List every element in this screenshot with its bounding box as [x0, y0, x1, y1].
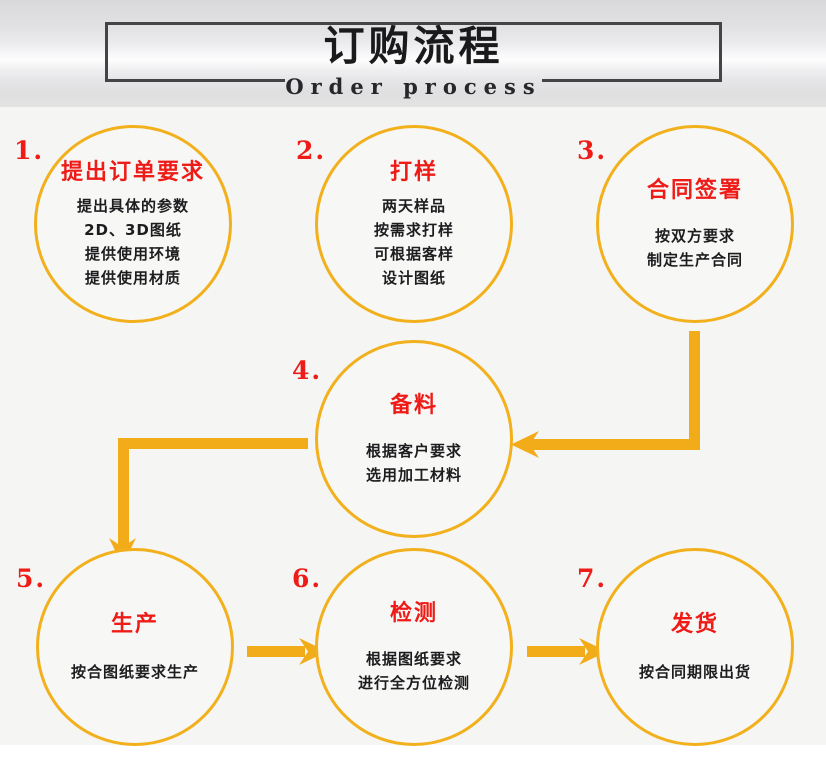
flow-node-2-content: 打样 两天样品 按需求打样 可根据客样 设计图纸 [318, 128, 510, 320]
page-title: 订购流程 [323, 22, 504, 70]
arrow-head-right-icon [299, 638, 327, 665]
flow-node-5-body: 按合图纸要求生产 [71, 660, 199, 684]
flow-node-7-line-1: 按合同期限出货 [638, 663, 751, 681]
flow-node-2-line-1: 两天样品 [381, 197, 446, 215]
connector-shaft [247, 646, 305, 657]
flow-node-2-number: 2. [296, 136, 327, 165]
flow-node-3-title: 合同签署 [646, 178, 743, 203]
flow-node-3-content: 合同签署 按双方要求 制定生产合同 [599, 128, 791, 320]
header-band: 订购流程 Order process [0, 0, 826, 107]
flow-node-7-content: 发货 按合同期限出货 [599, 551, 791, 743]
flow-node-4-number: 4. [292, 356, 323, 385]
flow-node-6[interactable]: 检测 根据图纸要求 进行全方位检测 [315, 548, 513, 746]
connector-shaft-vertical [118, 438, 129, 550]
flow-node-7[interactable]: 发货 按合同期限出货 [596, 548, 794, 746]
flow-node-5-number: 5. [16, 564, 47, 593]
flow-node-4-line-1: 根据客户要求 [365, 442, 462, 460]
flow-node-2-body: 两天样品 按需求打样 可根据客样 设计图纸 [374, 194, 454, 290]
flow-node-4[interactable]: 备料 根据客户要求 选用加工材料 [315, 340, 513, 538]
connector-shaft-vertical [689, 331, 700, 450]
flow-node-7-body: 按合同期限出货 [639, 660, 751, 684]
flow-node-6-line-1: 根据图纸要求 [365, 650, 462, 668]
flow-node-6-title: 检测 [389, 601, 438, 626]
arrow-head-right-icon [579, 638, 607, 665]
flow-node-1-line-2: 2D、3D图纸 [84, 221, 182, 239]
title-frame-bottom-left-rule [105, 79, 285, 82]
flow-node-2-line-4: 设计图纸 [381, 269, 446, 287]
flow-node-4-line-2: 选用加工材料 [365, 466, 462, 484]
flow-node-4-content: 备料 根据客户要求 选用加工材料 [318, 343, 510, 535]
flow-node-2[interactable]: 打样 两天样品 按需求打样 可根据客样 设计图纸 [315, 125, 513, 323]
arrow-head-left-icon [511, 431, 539, 458]
flow-node-1-line-1: 提出具体的参数 [76, 197, 189, 215]
flow-node-7-number: 7. [577, 564, 608, 593]
flow-node-1-number: 1. [14, 136, 45, 165]
flow-node-7-title: 发货 [670, 612, 719, 637]
flow-node-2-line-2: 按需求打样 [373, 221, 454, 239]
connector-shaft [527, 646, 585, 657]
connector-shaft-horizontal [118, 438, 308, 449]
flow-node-5[interactable]: 生产 按合图纸要求生产 [36, 548, 234, 746]
flow-node-1-title: 提出订单要求 [60, 160, 205, 185]
page-subtitle: Order process [285, 74, 542, 99]
title-frame-left-border [105, 22, 108, 82]
title-frame-right-border [719, 22, 722, 82]
flow-node-3-line-1: 按双方要求 [654, 227, 735, 245]
connector-shaft-horizontal [529, 439, 700, 450]
flow-node-1[interactable]: 提出订单要求 提出具体的参数 2D、3D图纸 提供使用环境 提供使用材质 [34, 125, 232, 323]
flow-node-5-title: 生产 [110, 612, 159, 637]
flow-node-6-content: 检测 根据图纸要求 进行全方位检测 [318, 551, 510, 743]
flow-node-5-line-1: 按合图纸要求生产 [70, 663, 199, 681]
flow-node-1-line-3: 提供使用环境 [84, 245, 181, 263]
flow-node-6-number: 6. [292, 564, 323, 593]
title-frame-top-border [105, 22, 722, 25]
flow-node-1-body: 提出具体的参数 2D、3D图纸 提供使用环境 提供使用材质 [77, 194, 189, 290]
title-frame-bottom-right-rule [542, 79, 722, 82]
flow-node-6-body: 根据图纸要求 进行全方位检测 [358, 647, 470, 695]
title-frame: 订购流程 Order process [105, 22, 722, 99]
flow-node-1-content: 提出订单要求 提出具体的参数 2D、3D图纸 提供使用环境 提供使用材质 [37, 128, 229, 320]
flow-node-3[interactable]: 合同签署 按双方要求 制定生产合同 [596, 125, 794, 323]
flow-node-6-line-2: 进行全方位检测 [357, 674, 470, 692]
flow-node-5-content: 生产 按合图纸要求生产 [39, 551, 231, 743]
flow-node-2-title: 打样 [389, 160, 438, 185]
flow-node-3-line-2: 制定生产合同 [646, 251, 743, 269]
flow-node-3-number: 3. [577, 136, 608, 165]
flow-node-3-body: 按双方要求 制定生产合同 [647, 224, 743, 272]
flow-canvas: 提出订单要求 提出具体的参数 2D、3D图纸 提供使用环境 提供使用材质 1. … [0, 107, 826, 746]
flow-node-4-title: 备料 [389, 393, 438, 418]
flow-node-4-body: 根据客户要求 选用加工材料 [366, 439, 462, 487]
flow-node-1-line-4: 提供使用材质 [84, 269, 181, 287]
flow-node-2-line-3: 可根据客样 [373, 245, 454, 263]
connector-3-to-4 [0, 107, 826, 745]
